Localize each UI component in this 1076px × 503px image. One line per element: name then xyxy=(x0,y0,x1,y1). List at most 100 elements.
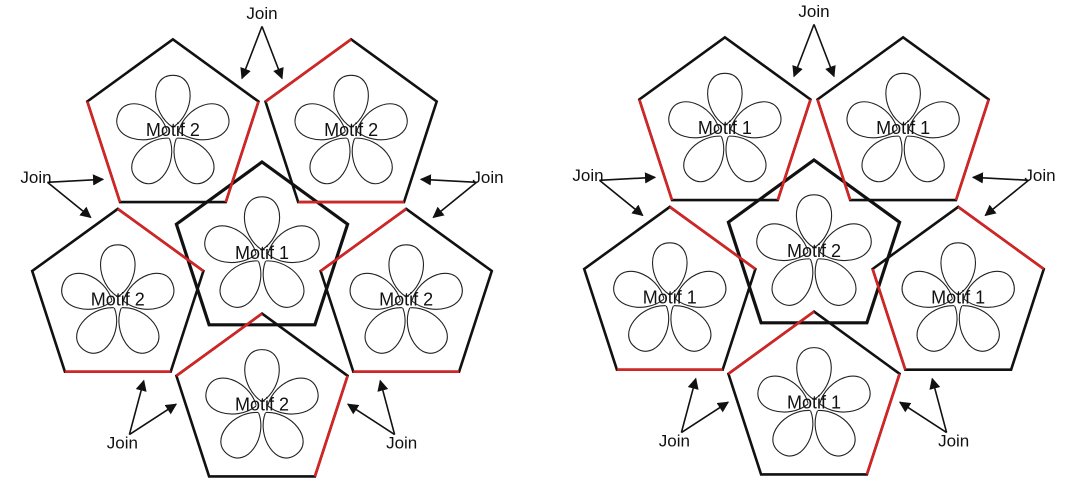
flower-center xyxy=(952,294,965,307)
center-pentagon xyxy=(174,160,350,327)
join-edge xyxy=(865,373,901,475)
flower-center xyxy=(663,294,676,307)
join-edge xyxy=(957,205,1045,271)
center-flower xyxy=(204,196,320,308)
join-annotation: Join xyxy=(792,2,836,78)
join-arrow xyxy=(599,172,657,184)
join-annotation: Join xyxy=(107,379,178,453)
outer-flower xyxy=(61,244,175,354)
flower-center xyxy=(400,296,413,309)
outer-pentagon: Motif 2 xyxy=(30,207,205,374)
outer-motif-label: Motif 2 xyxy=(324,120,378,140)
join-edge xyxy=(871,268,907,371)
flower-center xyxy=(808,399,820,412)
join-arrow xyxy=(46,181,92,219)
flower-center xyxy=(807,247,821,261)
petal-outline xyxy=(267,377,319,415)
join-label: Join xyxy=(107,434,138,453)
outer-pentagon: Motif 2 xyxy=(85,37,261,204)
outer-flower xyxy=(294,74,408,185)
join-label: Join xyxy=(798,2,829,21)
petal-outline xyxy=(613,270,665,308)
petal-outline xyxy=(668,101,720,139)
join-edge xyxy=(264,38,352,103)
join-annotation: Join xyxy=(240,4,284,80)
join-annotation: Join xyxy=(971,166,1056,217)
join-label: Join xyxy=(572,166,603,185)
center-flower xyxy=(756,194,872,306)
petal-outline xyxy=(173,137,215,185)
petal-outline xyxy=(729,101,782,139)
join-edge xyxy=(776,99,812,201)
petal-outline xyxy=(814,409,856,457)
petal-outline xyxy=(406,307,448,354)
outer-pentagon: Motif 1 xyxy=(726,309,902,476)
center-motif-label: Motif 2 xyxy=(787,241,841,261)
petal-outline xyxy=(819,375,871,413)
outer-flower xyxy=(757,347,871,457)
petal-outline xyxy=(177,103,230,141)
petal-outline xyxy=(707,72,743,126)
petal-outline xyxy=(725,135,767,183)
join-annotation: Join xyxy=(898,377,969,451)
petal-outline xyxy=(244,349,280,403)
petal-outline xyxy=(243,196,281,251)
join-arrow xyxy=(898,401,948,434)
outer-flower xyxy=(116,74,230,185)
join-arrow xyxy=(598,179,644,217)
join-arrow xyxy=(261,26,284,80)
join-edge xyxy=(86,101,122,203)
join-label: Join xyxy=(386,434,417,453)
petal-outline xyxy=(683,135,725,183)
petal-outline xyxy=(309,137,351,185)
join-edge xyxy=(954,99,990,201)
petal-outline xyxy=(155,74,191,128)
outer-motif-label: Motif 1 xyxy=(931,288,985,308)
outer-flower xyxy=(901,242,1015,352)
outer-motif-label: Motif 2 xyxy=(379,290,433,310)
petal-outline xyxy=(771,258,814,306)
petal-outline xyxy=(916,305,958,352)
petal-outline xyxy=(861,135,903,183)
join-edge xyxy=(669,205,757,271)
join-label: Join xyxy=(472,168,503,187)
petal-outline xyxy=(205,377,257,415)
join-arrow xyxy=(792,24,815,78)
petal-outline xyxy=(963,270,1015,308)
petal-outline xyxy=(131,137,173,185)
join-label: Join xyxy=(246,4,277,23)
flower-center xyxy=(897,125,910,138)
petal-outline xyxy=(814,258,857,306)
flower-center xyxy=(255,249,269,263)
flower-center xyxy=(718,125,731,138)
join-arrow xyxy=(240,26,263,80)
outer-flower xyxy=(205,349,319,459)
petal-outline xyxy=(908,101,960,139)
outer-flower xyxy=(613,242,727,352)
outer-motif-label: Motif 1 xyxy=(643,288,697,308)
join-arrow xyxy=(432,181,478,219)
petal-outline xyxy=(670,305,712,352)
outer-pentagon: Motif 2 xyxy=(174,311,350,478)
petal-outline xyxy=(333,74,369,128)
join-edge xyxy=(117,207,205,273)
petal-outline xyxy=(294,103,347,141)
join-arrow xyxy=(419,174,477,186)
flower-center xyxy=(345,127,358,140)
petal-outline xyxy=(772,409,814,457)
petal-outline xyxy=(674,270,727,308)
join-edge xyxy=(313,375,349,477)
petal-outline xyxy=(262,260,305,308)
join-edge xyxy=(638,99,674,201)
outer-motif-label: Motif 2 xyxy=(146,120,200,140)
petal-outline xyxy=(940,242,977,296)
petal-outline xyxy=(388,244,425,298)
flower-center xyxy=(166,127,179,140)
outer-pentagon: Motif 2 xyxy=(263,37,439,204)
outer-flower xyxy=(846,72,960,183)
join-label: Join xyxy=(938,432,969,451)
